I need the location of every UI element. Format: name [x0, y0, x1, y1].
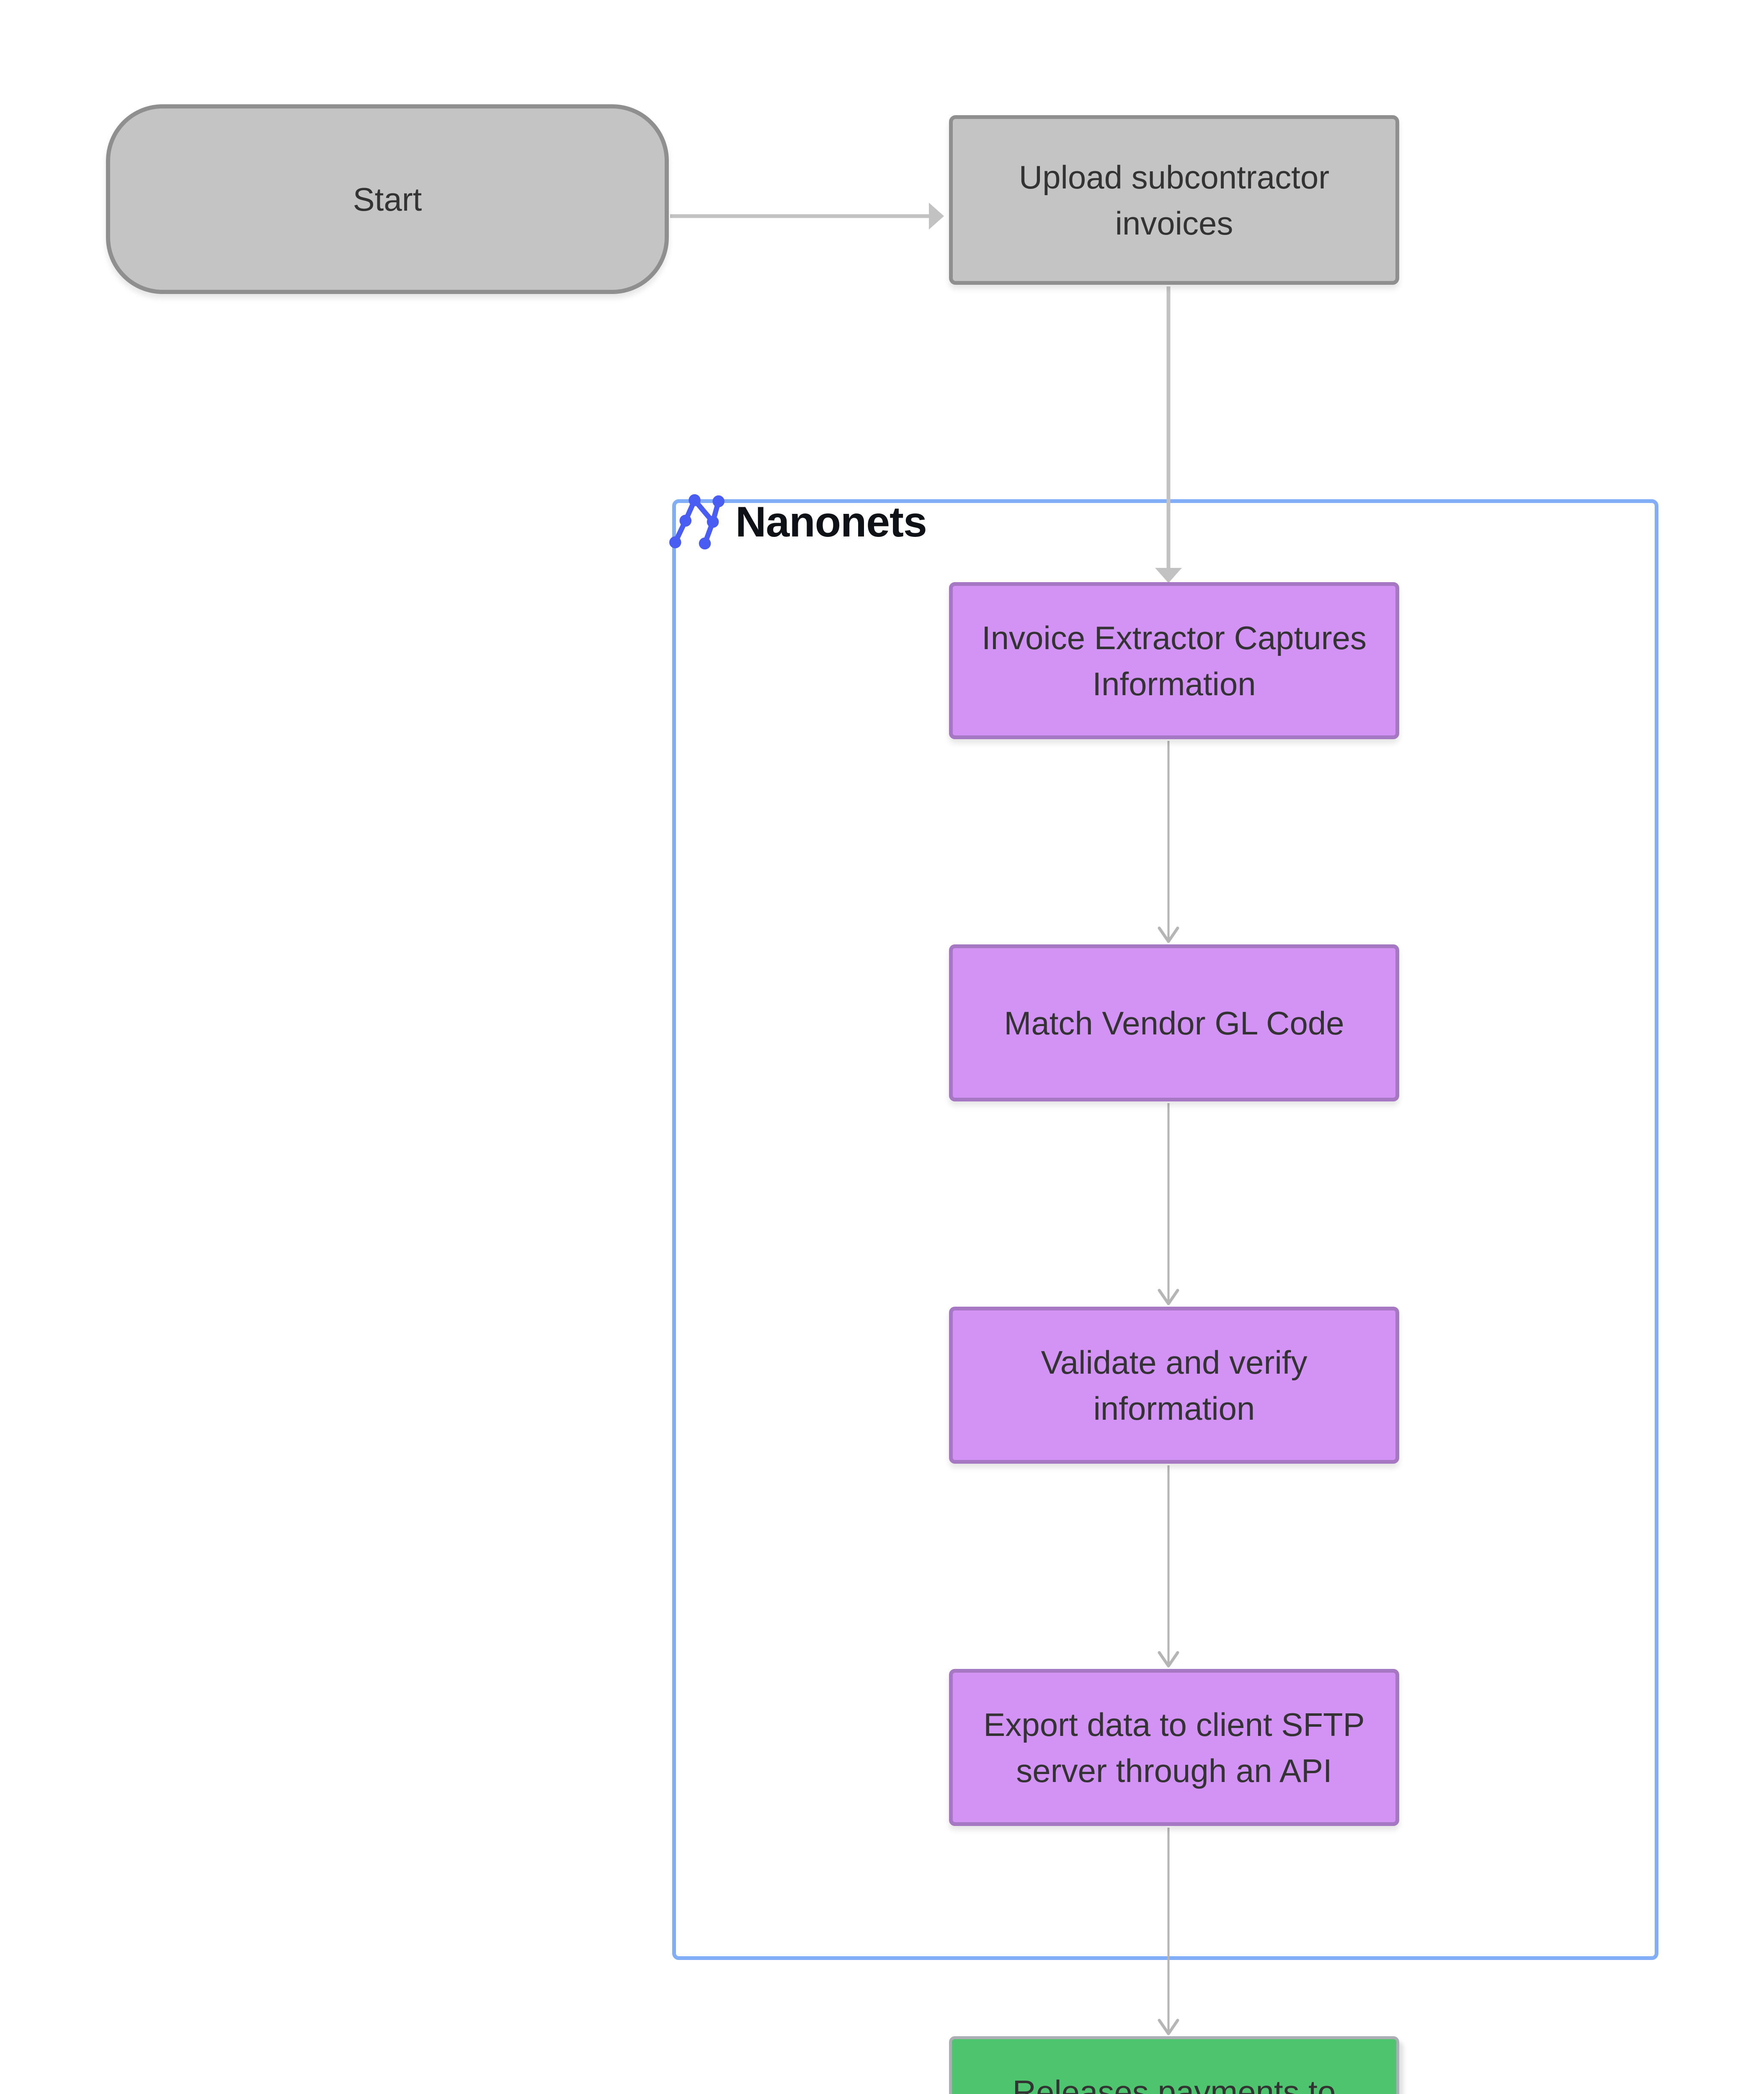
- node-validate-verify: Validate and verify information: [949, 1307, 1399, 1464]
- nanonets-logo: Nanonets: [668, 493, 927, 550]
- nanonets-logo-icon: [669, 494, 725, 549]
- node-start: Start: [106, 104, 669, 294]
- nanonets-container: [672, 499, 1658, 1960]
- node-release-payments: Releases payments to vendors: [949, 2036, 1399, 2094]
- node-upload-invoices: Upload subcontractor invoices: [949, 115, 1399, 285]
- nanonets-logo-text: Nanonets: [735, 498, 927, 546]
- arrow-start-to-upload: [670, 203, 944, 230]
- node-match-vendor-gl-code: Match Vendor GL Code: [949, 944, 1399, 1101]
- node-export-sftp-api: Export data to client SFTP server throug…: [949, 1669, 1399, 1826]
- node-invoice-extractor: Invoice Extractor Captures Information: [949, 582, 1399, 739]
